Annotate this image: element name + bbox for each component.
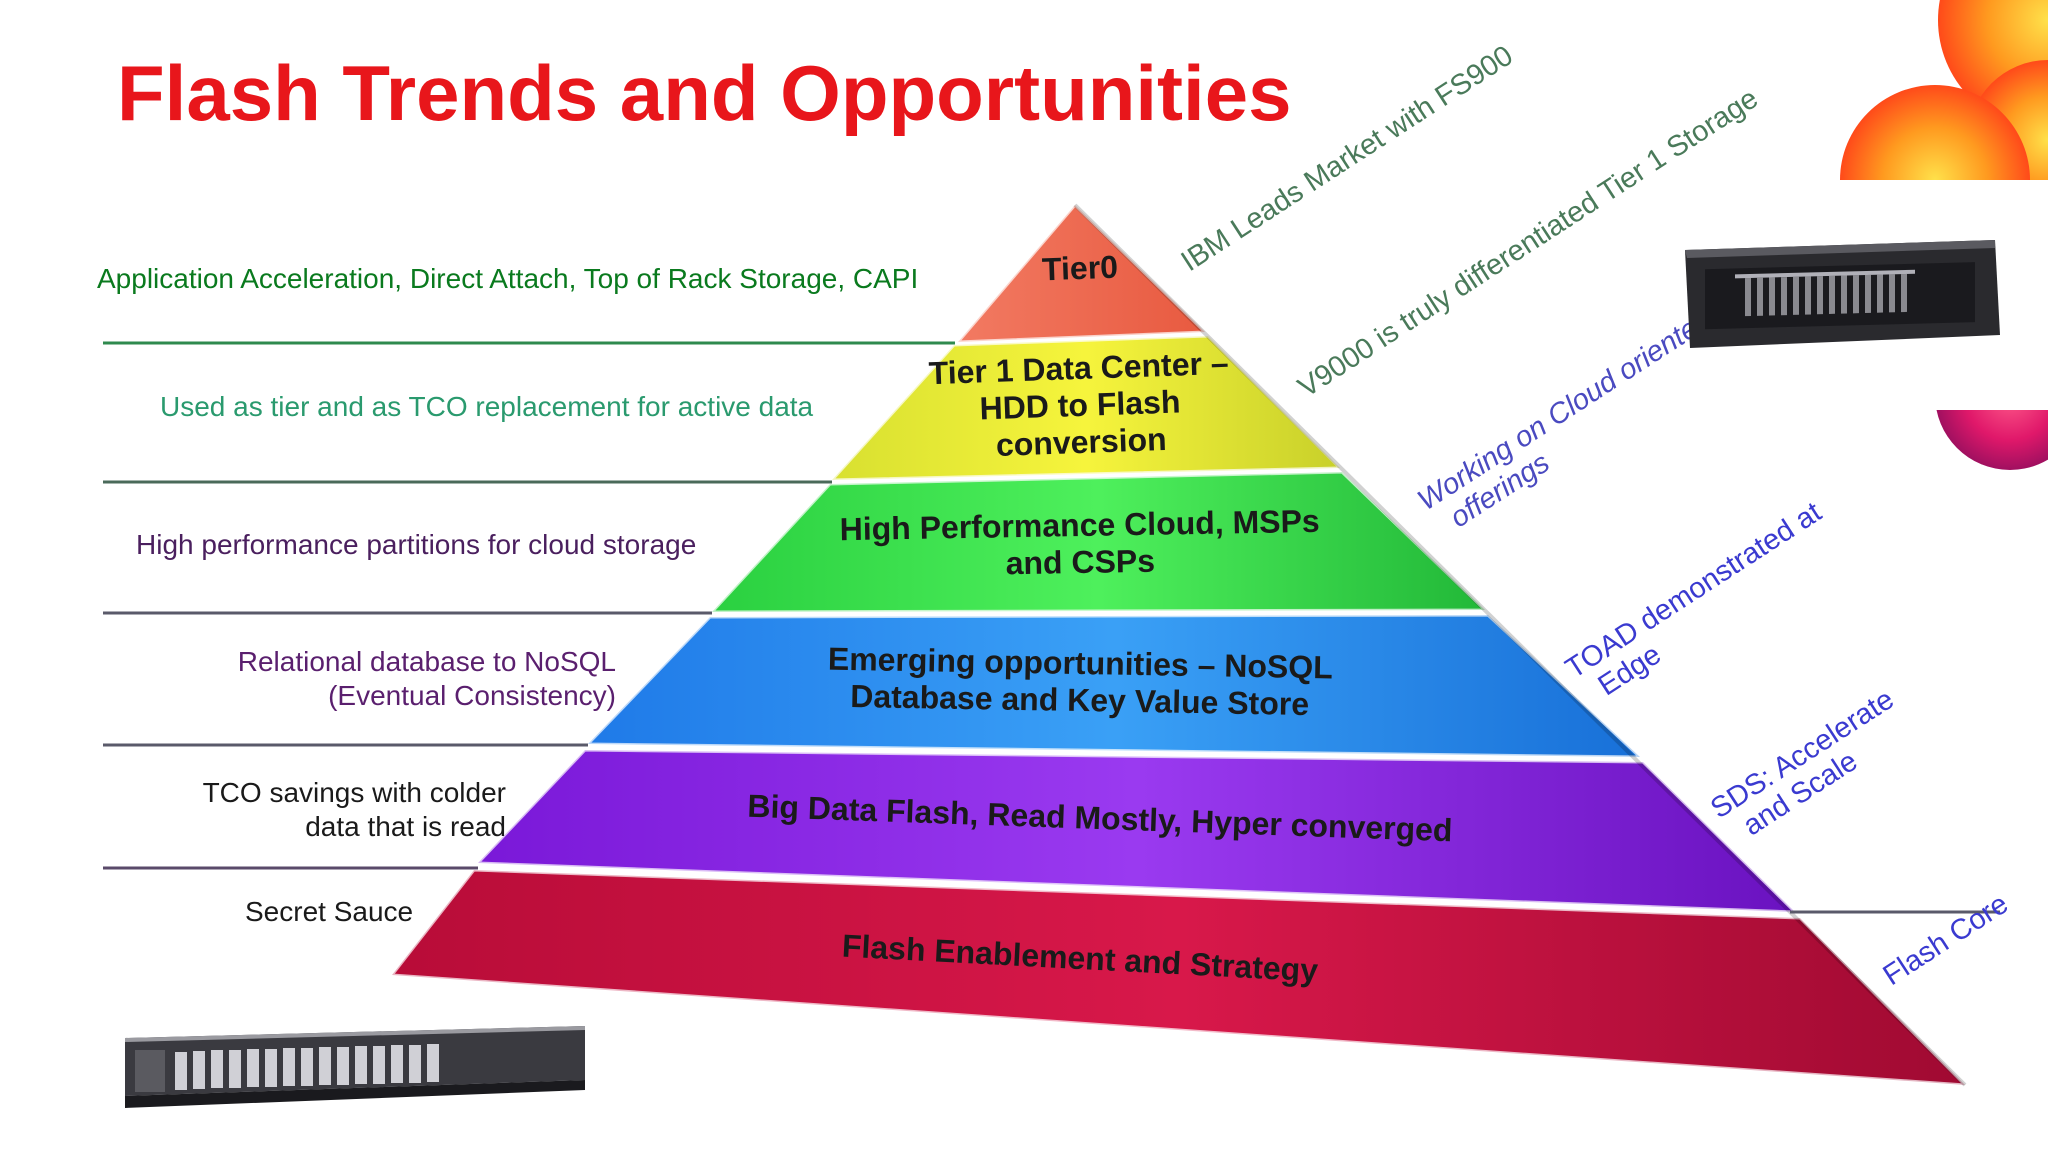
flash-system-icon: [125, 1026, 585, 1108]
left-label-tco-replacement: Used as tier and as TCO replacement for …: [160, 391, 814, 422]
left-label-nosql: Relational database to NoSQL (Eventual C…: [237, 646, 616, 711]
tier1-label: Tier 1 Data Center – HDD to Flash conver…: [928, 344, 1230, 463]
tier0-label: Tier0: [1041, 248, 1119, 288]
left-label-cloud-partitions: High performance partitions for cloud st…: [136, 529, 697, 560]
left-label-colder-data: TCO savings with colder data that is rea…: [202, 777, 506, 842]
enablement-layer: [389, 868, 1969, 1087]
tier0-layer: [954, 202, 1209, 344]
pyramid-edge-shadow: [1073, 203, 1967, 1087]
slide-title: Flash Trends and Opportunities: [117, 49, 1292, 137]
storage-enclosure-icon: [1685, 240, 2000, 348]
emerging-layer: [584, 613, 1644, 759]
tier-cloud-label: High Performance Cloud, MSPs and CSPs: [839, 502, 1320, 582]
tier1-layer: [828, 334, 1344, 482]
tier-emerging-label: Emerging opportunities – NoSQL Database …: [827, 640, 1334, 722]
left-label-app-acceleration: Application Acceleration, Direct Attach,…: [97, 263, 919, 294]
left-label-secret-sauce: Secret Sauce: [245, 896, 414, 927]
cloud-layer: [708, 470, 1489, 614]
